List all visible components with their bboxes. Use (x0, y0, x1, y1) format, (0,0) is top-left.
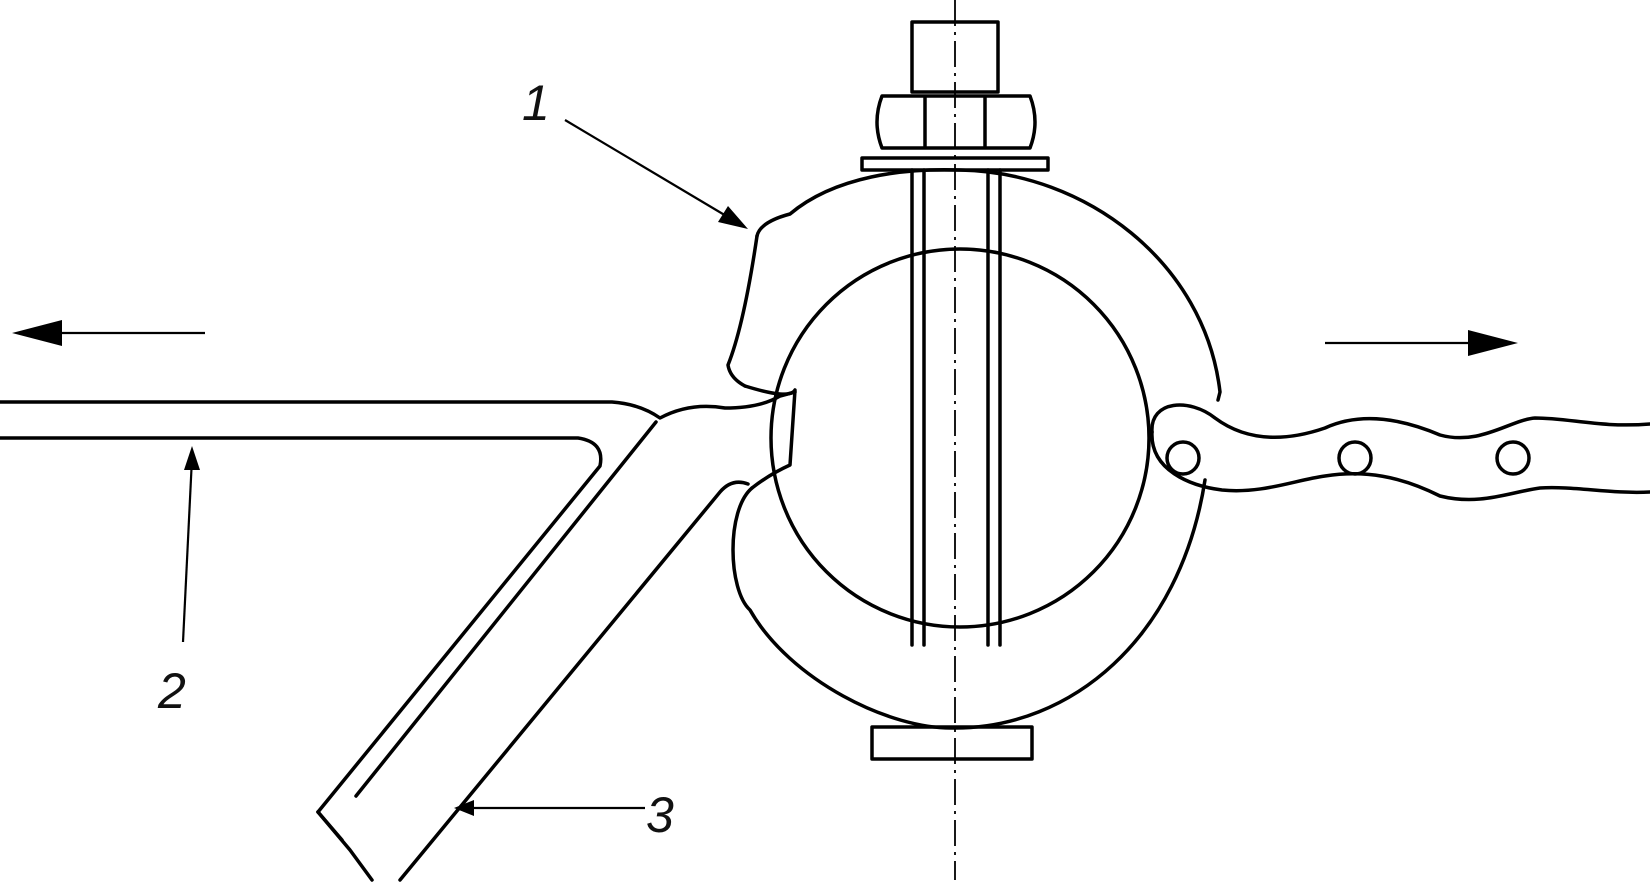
bolt-top (910, 20, 1000, 94)
right-pull-arrow (1325, 330, 1518, 356)
bolt-shank (910, 168, 1002, 647)
clamp-ring (726, 167, 1222, 730)
callout-leaders (181, 119, 748, 816)
lever-rod (0, 390, 797, 882)
callout-label-3: 3 (646, 787, 674, 843)
bolt-head (870, 725, 1034, 761)
callout-label-1: 1 (522, 75, 550, 131)
roller-chain (1150, 403, 1650, 502)
callout-label-2: 2 (157, 663, 186, 719)
hex-nut (875, 94, 1037, 150)
left-pull-arrow (12, 320, 205, 346)
